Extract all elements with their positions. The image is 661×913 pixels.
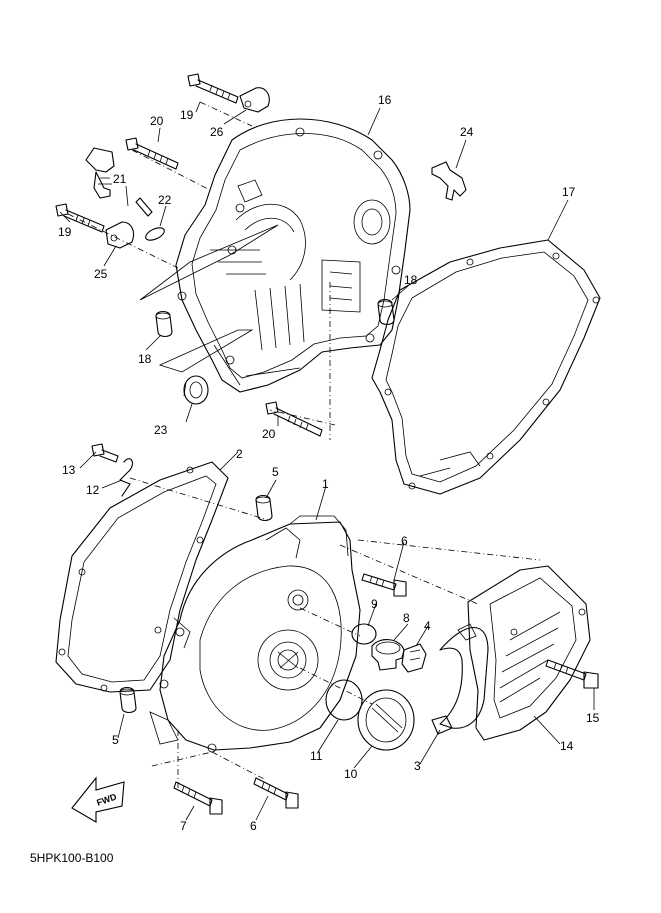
dowel-18-left[interactable] — [155, 310, 173, 338]
callout-22: 22 — [158, 193, 172, 207]
sensor-26[interactable] — [239, 87, 270, 113]
callout-11: 11 — [310, 749, 323, 763]
callout-1: 1 — [322, 477, 329, 491]
bolt-20-lower[interactable] — [265, 401, 323, 437]
callout-16: 16 — [378, 93, 392, 107]
callout-7: 7 — [180, 819, 187, 833]
callout-24: 24 — [460, 125, 474, 139]
bolt-7[interactable] — [173, 781, 223, 815]
callout-12: 12 — [86, 483, 100, 497]
o-ring-11[interactable] — [325, 679, 363, 721]
guide-part-3[interactable] — [431, 623, 489, 735]
callout-5: 5 — [112, 733, 119, 747]
crankcase-cover-1[interactable] — [149, 515, 361, 753]
callout-18: 18 — [138, 352, 152, 366]
callout-18: 18 — [404, 273, 418, 287]
callout-25: 25 — [94, 267, 108, 281]
dowel-18-right[interactable] — [377, 298, 395, 326]
callout-23: 23 — [154, 423, 168, 437]
alignment-lines-lower — [129, 477, 541, 790]
bolt-15[interactable] — [545, 659, 599, 689]
cam-part-4[interactable] — [401, 643, 427, 673]
cover-14[interactable] — [467, 565, 591, 741]
o-ring-9[interactable] — [351, 623, 377, 645]
callout-8: 8 — [403, 611, 410, 625]
callout-2: 2 — [236, 447, 243, 461]
callout-26: 26 — [210, 125, 224, 139]
o-ring-22[interactable] — [144, 225, 166, 243]
dowel-5-lower[interactable] — [119, 686, 137, 714]
sensor-25[interactable] — [105, 221, 135, 249]
callout-17: 17 — [562, 185, 576, 199]
callout-20: 20 — [150, 114, 164, 128]
alignment-lines-upper — [67, 101, 336, 440]
callout-6: 6 — [250, 819, 257, 833]
bracket-24[interactable] — [431, 161, 467, 201]
callout-13: 13 — [62, 463, 76, 477]
gasket-2[interactable] — [55, 461, 229, 693]
dipstick-21[interactable] — [85, 147, 115, 199]
callout-20: 20 — [262, 427, 276, 441]
crankcase-cover-16[interactable] — [175, 118, 411, 393]
callout-19: 19 — [180, 108, 194, 122]
spring-clip-12[interactable] — [119, 458, 133, 497]
callout-3: 3 — [414, 759, 421, 773]
cap-10[interactable] — [357, 689, 415, 751]
bolt-6-lower[interactable] — [253, 777, 299, 809]
callout-9: 9 — [371, 597, 378, 611]
callouts: 19 26 16 20 24 21 22 17 19 25 18 18 23 2… — [58, 93, 600, 833]
pin-21[interactable] — [135, 197, 153, 217]
plug-8[interactable] — [371, 639, 405, 671]
callout-4: 4 — [424, 619, 431, 633]
callout-15: 15 — [586, 711, 600, 725]
bolt-20-upper[interactable] — [125, 137, 179, 170]
dowel-5-upper[interactable] — [255, 494, 273, 522]
leader-lines — [59, 101, 595, 821]
bolt-19-left[interactable] — [55, 203, 105, 233]
callout-10: 10 — [344, 767, 358, 781]
bolt-6-upper[interactable] — [361, 573, 407, 597]
callout-21: 21 — [113, 172, 127, 186]
callout-6: 6 — [401, 534, 408, 548]
fwd-arrow-icon: FWD — [71, 776, 125, 823]
callout-14: 14 — [560, 739, 574, 753]
bolt-13[interactable] — [91, 443, 119, 463]
callout-19: 19 — [58, 225, 72, 239]
oil-seal-23[interactable] — [183, 375, 209, 405]
diagram-code: 5HPK100-B100 — [30, 851, 114, 865]
callout-5: 5 — [272, 465, 279, 479]
bolt-19-top[interactable] — [187, 73, 239, 104]
